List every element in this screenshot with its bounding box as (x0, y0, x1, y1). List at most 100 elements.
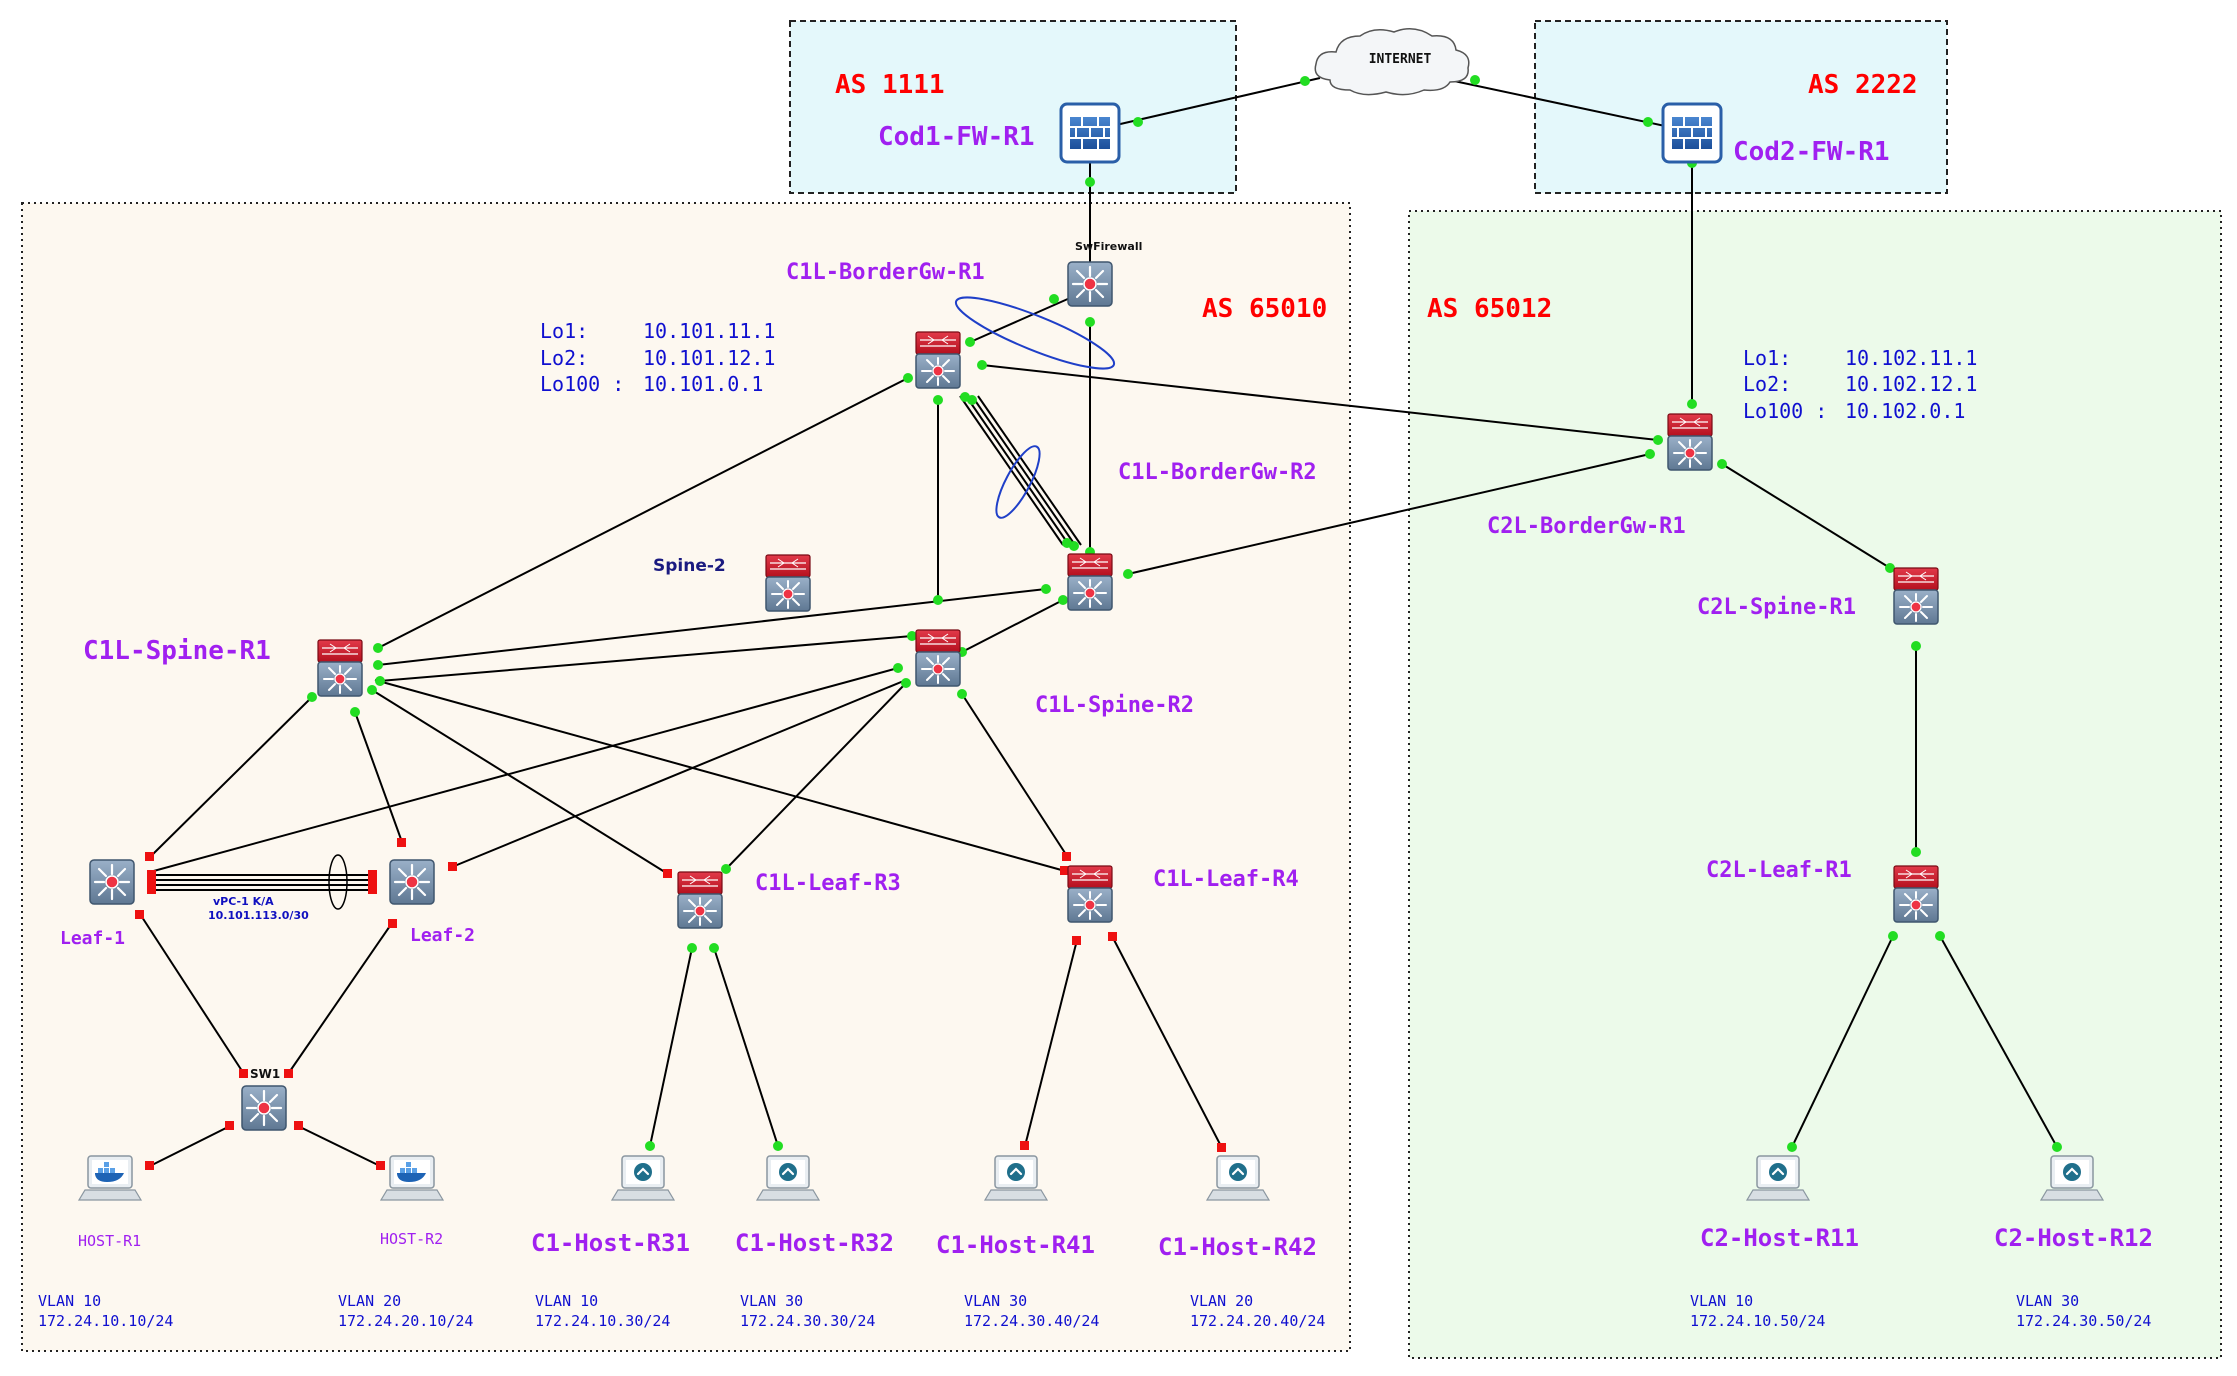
link-spine-r2-leaf2 (451, 679, 907, 868)
label-host-r2: HOST-R2 (380, 1230, 443, 1248)
link-bgw2-spine-r2 (961, 599, 1064, 653)
device-c2-host-r11[interactable] (1745, 1154, 1811, 1202)
subnet-host-r2: 172.24.20.10/24 (338, 1312, 473, 1330)
subnet-host-r1: 172.24.10.10/24 (38, 1312, 173, 1330)
vlan-r32: VLAN 30 (740, 1292, 803, 1310)
c2-lo100-name: Lo100 : (1743, 399, 1827, 423)
device-host-r2[interactable] (380, 1155, 444, 1201)
lag-markers (328, 296, 1116, 910)
device-c1-host-r42[interactable] (1205, 1154, 1271, 1202)
label-c2-host-r11: C2-Host-R11 (1700, 1224, 1859, 1252)
device-c1l-leaf-r4[interactable] (1067, 865, 1113, 923)
link-spine-r2-spine-r1 (379, 635, 913, 682)
label-cod2-fw: Cod2-FW-R1 (1733, 137, 1890, 167)
label-c1l-spine-r1: C1L-Spine-R1 (83, 636, 271, 666)
vpc-label: vPC-1 K/A (213, 895, 274, 908)
zone-boxes (21, 20, 2222, 1359)
device-c2l-leaf-r1[interactable] (1893, 865, 1939, 923)
link-bgw2-c2bgw (1127, 453, 1651, 575)
subnet-r32: 172.24.30.30/24 (740, 1312, 875, 1330)
c1-lo1-name: Lo1: (540, 319, 588, 343)
device-c2l-spine-r1[interactable] (1893, 567, 1939, 625)
device-c1l-spine-r2[interactable] (915, 629, 961, 687)
label-c1l-bordergw-r1: C1L-BorderGw-R1 (786, 260, 985, 285)
link-fw1-internet (1089, 77, 1321, 132)
device-c1-host-r31[interactable] (610, 1154, 676, 1202)
device-c2l-bordergw-r1[interactable] (1667, 413, 1713, 471)
device-leaf-1[interactable] (88, 858, 136, 906)
link-leaf-r4-host-r42 (1111, 935, 1223, 1149)
link-spine-r1-leaf-r3 (371, 689, 669, 875)
label-cod1-fw: Cod1-FW-R1 (878, 122, 1035, 152)
as-1111-label: AS 1111 (835, 70, 945, 100)
label-c2-host-r12: C2-Host-R12 (1994, 1224, 2153, 1252)
label-c1-host-r41: C1-Host-R41 (936, 1231, 1095, 1259)
label-c2l-leaf-r1: C2L-Leaf-R1 (1706, 858, 1852, 883)
vpc-subnet-label: 10.101.113.0/30 (208, 909, 309, 922)
lag-ellipse-vpc-peer (328, 854, 348, 910)
link-spine-r2-leaf1 (149, 667, 899, 873)
device-c1-host-r32[interactable] (755, 1154, 821, 1202)
vlan-host-r1: VLAN 10 (38, 1292, 101, 1310)
device-c1l-leaf-r3[interactable] (677, 871, 723, 929)
subnet-r41: 172.24.30.40/24 (964, 1312, 1099, 1330)
device-c1l-bordergw-r2[interactable] (1067, 553, 1113, 611)
device-cod1-fw[interactable] (1059, 102, 1121, 164)
link-spine-r1-leaf-r4 (374, 679, 1066, 872)
zone-dc1-as65010 (21, 202, 1351, 1352)
port-indicators-up (307, 75, 2062, 1152)
as-65012-label: AS 65012 (1427, 294, 1552, 324)
port-indicators-down (135, 838, 1226, 1170)
label-leaf-2: Leaf-2 (410, 925, 475, 946)
device-spine-2[interactable] (765, 554, 811, 612)
label-host-r1: HOST-R1 (78, 1232, 141, 1250)
vlan-r11: VLAN 10 (1690, 1292, 1753, 1310)
label-c1l-spine-r2: C1L-Spine-R2 (1035, 693, 1194, 718)
as-2222-label: AS 2222 (1808, 70, 1918, 100)
c2-lo2-ip: 10.102.12.1 (1845, 372, 1977, 396)
device-c1l-bordergw-r1[interactable] (915, 331, 961, 389)
device-sw1[interactable] (240, 1084, 288, 1132)
c1-lo2-ip: 10.101.12.1 (643, 346, 775, 370)
subnet-r31: 172.24.10.30/24 (535, 1312, 670, 1330)
c1-lo100-ip: 10.101.0.1 (643, 372, 763, 396)
device-host-r1[interactable] (78, 1155, 142, 1201)
cloud-icon (1314, 28, 1470, 96)
internet-label: INTERNET (1369, 52, 1432, 67)
vlan-r42: VLAN 20 (1190, 1292, 1253, 1310)
link-sw1-host-r1 (149, 1125, 231, 1167)
subnet-r11: 172.24.10.50/24 (1690, 1312, 1825, 1330)
device-swfirewall[interactable] (1066, 260, 1114, 308)
device-cod2-fw[interactable] (1661, 102, 1723, 164)
zone-cod2-firewall (1534, 20, 1948, 194)
link-bgw1-spine-r1 (377, 377, 909, 649)
device-c1l-spine-r1[interactable] (317, 639, 363, 697)
label-c2l-bordergw-r1: C2L-BorderGw-R1 (1487, 514, 1686, 539)
c1-lo1-ip: 10.101.11.1 (643, 319, 775, 343)
label-spine-2: Spine-2 (653, 556, 726, 576)
subnet-r42: 172.24.20.40/24 (1190, 1312, 1325, 1330)
link-leaf-r4-host-r41 (1024, 939, 1078, 1147)
link-vpc-peer-bundle (150, 874, 374, 891)
vlan-r41: VLAN 30 (964, 1292, 1027, 1310)
internet-cloud[interactable]: INTERNET (1314, 28, 1470, 96)
label-c2l-spine-r1: C2L-Spine-R1 (1697, 595, 1856, 620)
c1-lo100-name: Lo100 : (540, 372, 624, 396)
c2-lo2-name: Lo2: (1743, 372, 1791, 396)
link-spine-r1-leaf1 (149, 696, 313, 858)
c2-lo100-ip: 10.102.0.1 (1845, 399, 1965, 423)
link-leaf1-sw1 (139, 913, 245, 1075)
c2-lo1-ip: 10.102.11.1 (1845, 346, 1977, 370)
link-spine-r1-leaf2 (354, 711, 403, 843)
label-c1l-leaf-r3: C1L-Leaf-R3 (755, 871, 901, 896)
subnet-r12: 172.24.30.50/24 (2016, 1312, 2151, 1330)
vlan-r12: VLAN 30 (2016, 1292, 2079, 1310)
c2-lo1-name: Lo1: (1743, 346, 1791, 370)
label-swfirewall: SwFirewall (1075, 240, 1142, 253)
link-spine-r2-leaf-r4 (961, 693, 1068, 857)
device-c2-host-r12[interactable] (2039, 1154, 2105, 1202)
device-leaf-2[interactable] (388, 858, 436, 906)
device-c1-host-r41[interactable] (983, 1154, 1049, 1202)
links (139, 77, 2058, 1167)
